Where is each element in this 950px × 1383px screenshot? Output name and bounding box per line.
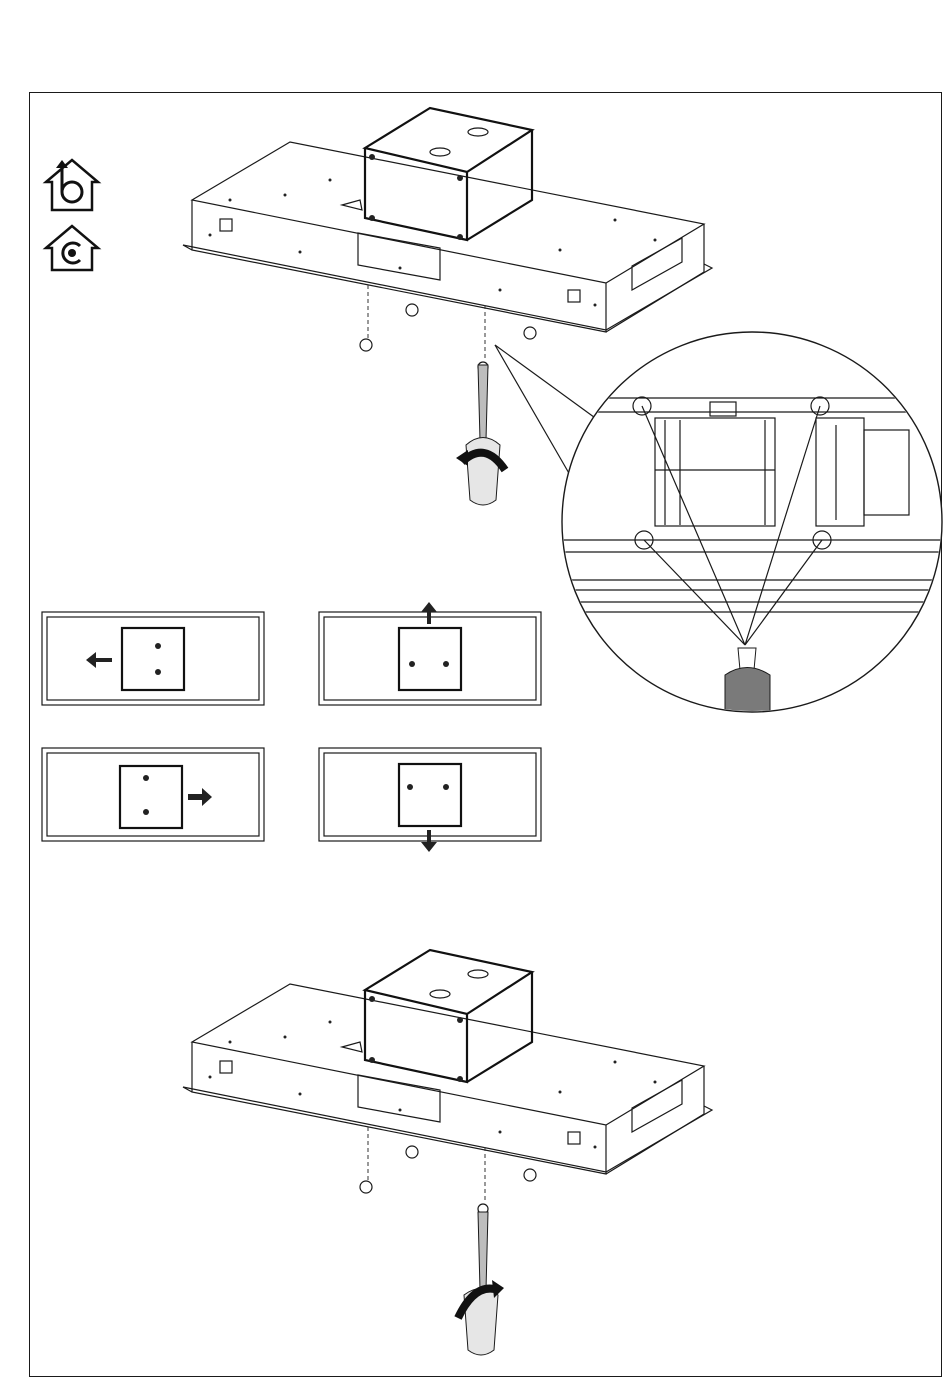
- motor-orientation-up: [319, 602, 541, 705]
- motor-orientation-left: [42, 612, 264, 705]
- screwdriver-icon-bottom: [458, 1212, 504, 1355]
- motor-orientation-right: [42, 748, 264, 841]
- hood-assembly-bottom: [183, 950, 712, 1214]
- ducted-extraction-house-icon: [46, 160, 98, 210]
- screwdriver-icon: [456, 365, 505, 505]
- motor-orientation-down: [319, 748, 541, 852]
- recirculation-house-icon: [46, 226, 98, 270]
- detail-zoom-magnifier: [495, 332, 945, 720]
- hood-assembly-top: [183, 108, 712, 372]
